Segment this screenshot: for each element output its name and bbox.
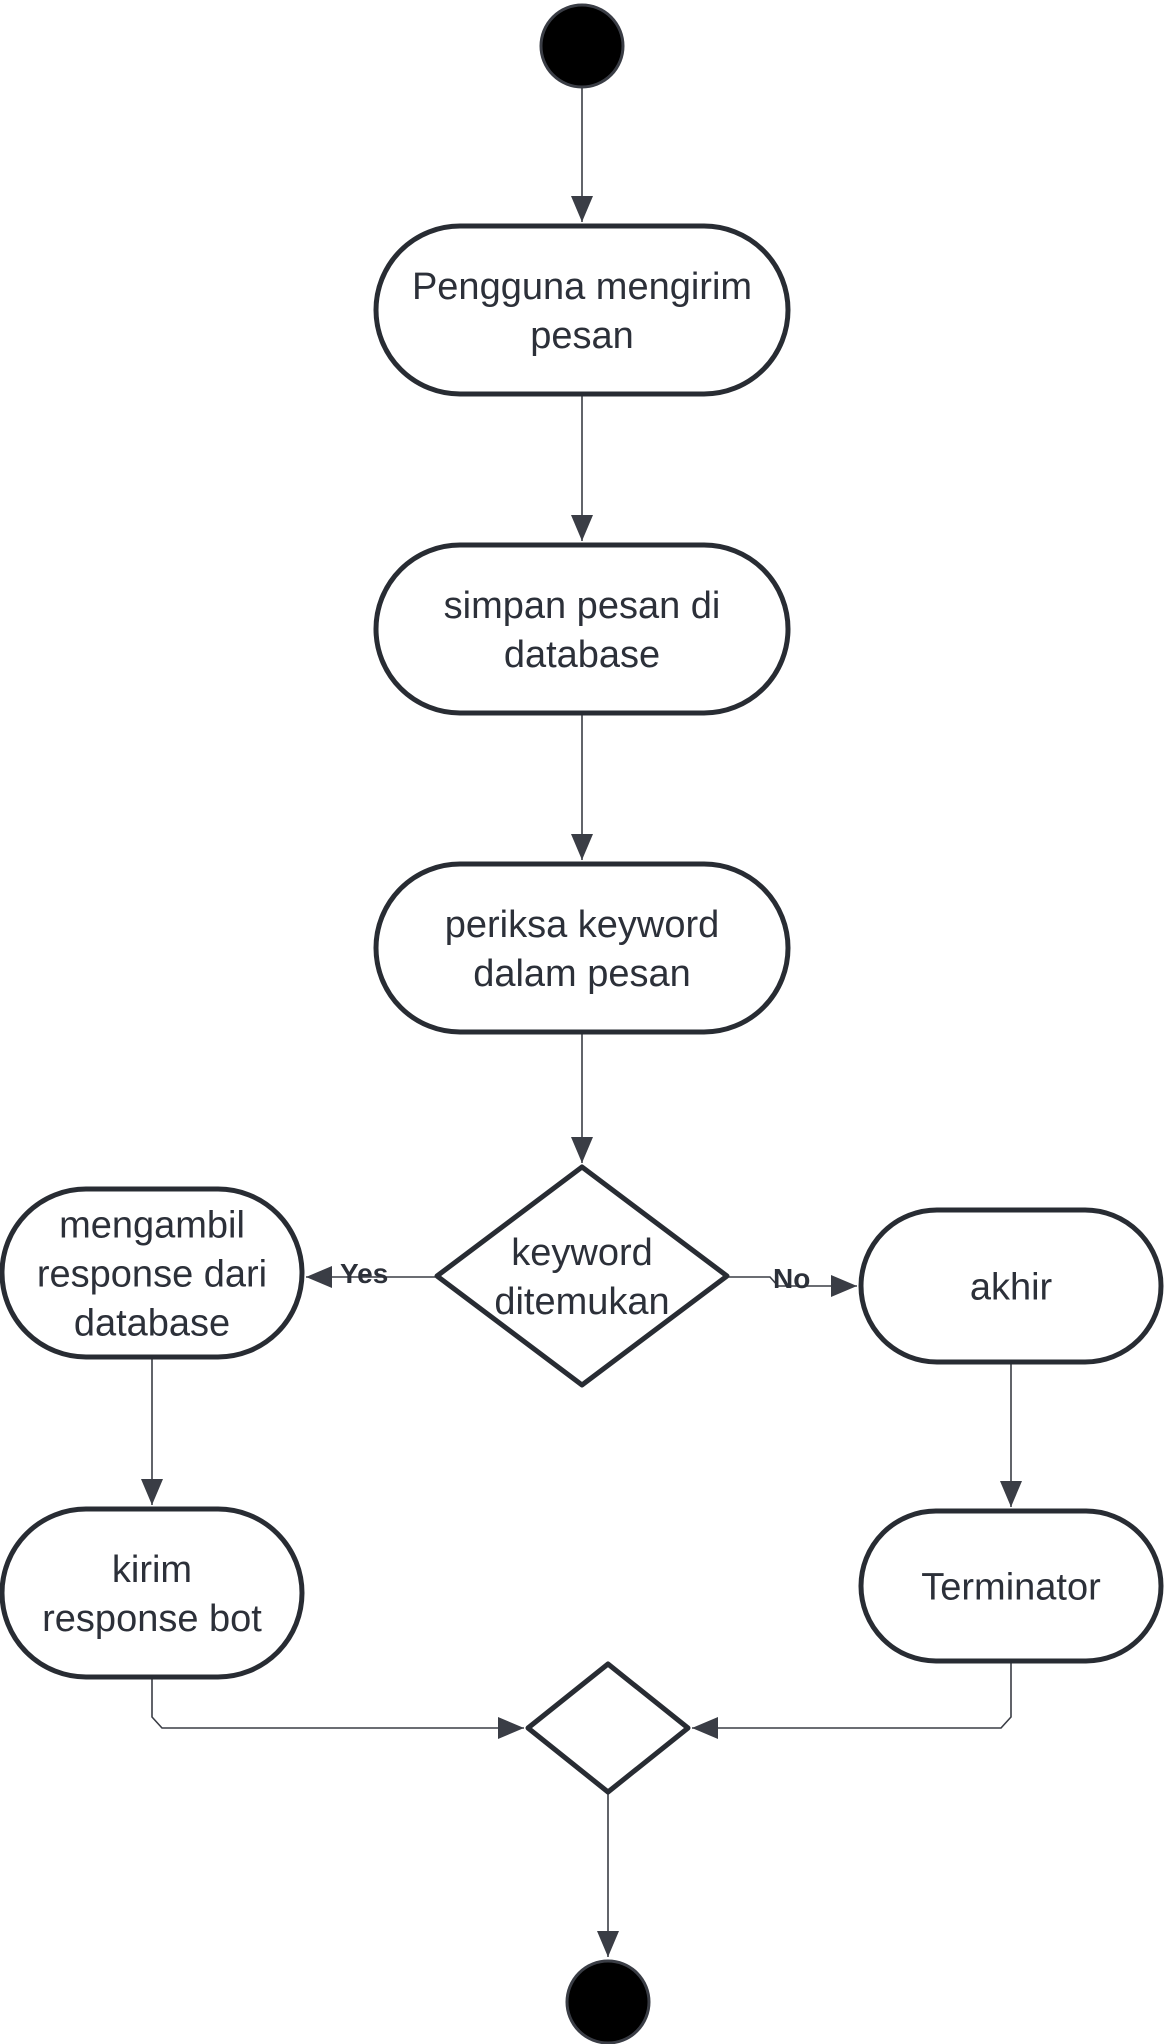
edge-line (692, 1661, 1012, 1729)
edge-merge-to-end (597, 1793, 619, 1957)
edge-label-no: No (773, 1263, 810, 1294)
node-shape (858, 1207, 1164, 1365)
initial-node (539, 3, 625, 89)
edge-fetch-to-reply (141, 1357, 163, 1505)
node-label-line: simpan pesan di (444, 585, 721, 627)
edge-label-yes: Yes (340, 1258, 388, 1289)
arrowhead (306, 1266, 332, 1288)
edge-term-to-merge (692, 1661, 1012, 1739)
arrowhead (1000, 1481, 1022, 1507)
node-label-line: mengambil (59, 1204, 245, 1246)
node-shape (434, 1164, 730, 1388)
node-label-line: response bot (42, 1598, 262, 1640)
arrowhead (831, 1275, 857, 1297)
arrowhead (571, 834, 593, 860)
node-label-line: pesan (530, 315, 634, 357)
node-shape (0, 1186, 305, 1360)
arrowhead (571, 515, 593, 541)
arrowhead (571, 196, 593, 222)
node-label-line: dalam pesan (473, 953, 691, 995)
node-label-line: Pengguna mengirim (412, 266, 752, 308)
edge-reply-to-merge (151, 1677, 524, 1739)
node-label-line: ditemukan (494, 1281, 669, 1323)
node-shape (525, 1661, 691, 1795)
edge-akhir-to-term (1000, 1362, 1022, 1507)
arrowhead (141, 1479, 163, 1505)
activity-check: periksa keyword dalam pesan (373, 861, 791, 1035)
decision-keyword-ditemukan: keyword ditemukan (434, 1164, 730, 1388)
activity-akhir: akhir (858, 1207, 1164, 1365)
edge-check-to-found (571, 1032, 593, 1163)
nodes: Pengguna mengirim pesan simpan pesan di dat… (0, 3, 1164, 2044)
arrowhead (571, 1137, 593, 1163)
node-shape (858, 1508, 1164, 1664)
node-shape (373, 223, 791, 397)
edge-start-to-send (571, 88, 593, 222)
node-shape (565, 1959, 651, 2044)
node-label-line: keyword (511, 1232, 653, 1274)
node-label-line: kirim (112, 1549, 192, 1591)
node-label-line: periksa keyword (445, 904, 720, 946)
arrowhead (498, 1717, 524, 1739)
merge-node (525, 1661, 691, 1795)
activity-term: Terminator (858, 1508, 1164, 1664)
node-shape (0, 1506, 305, 1680)
edge-store-to-check (571, 713, 593, 860)
node-shape (373, 542, 791, 716)
arrowhead (597, 1931, 619, 1957)
edge-line (151, 1677, 524, 1729)
edge-send-to-store (571, 394, 593, 541)
activity-store: simpan pesan di database (373, 542, 791, 716)
node-label-line: response dari (37, 1253, 267, 1295)
edge-found-to-fetch: Yes (306, 1258, 435, 1289)
node-label-line: database (74, 1302, 230, 1344)
arrowhead (692, 1717, 718, 1739)
edge-line (729, 1276, 857, 1287)
node-label-line: Terminator (921, 1566, 1101, 1608)
node-shape (373, 861, 791, 1035)
node-shape (539, 3, 625, 89)
edge-found-to-akhir: No (729, 1263, 857, 1297)
activity-reply: kirim response bot (0, 1506, 305, 1680)
activity-fetch: mengambil response dari database (0, 1186, 305, 1360)
edges: Yes No (141, 88, 1022, 1957)
final-node (565, 1959, 651, 2044)
node-label-line: akhir (970, 1266, 1053, 1308)
node-label-line: database (504, 634, 660, 676)
activity-send: Pengguna mengirim pesan (373, 223, 791, 397)
